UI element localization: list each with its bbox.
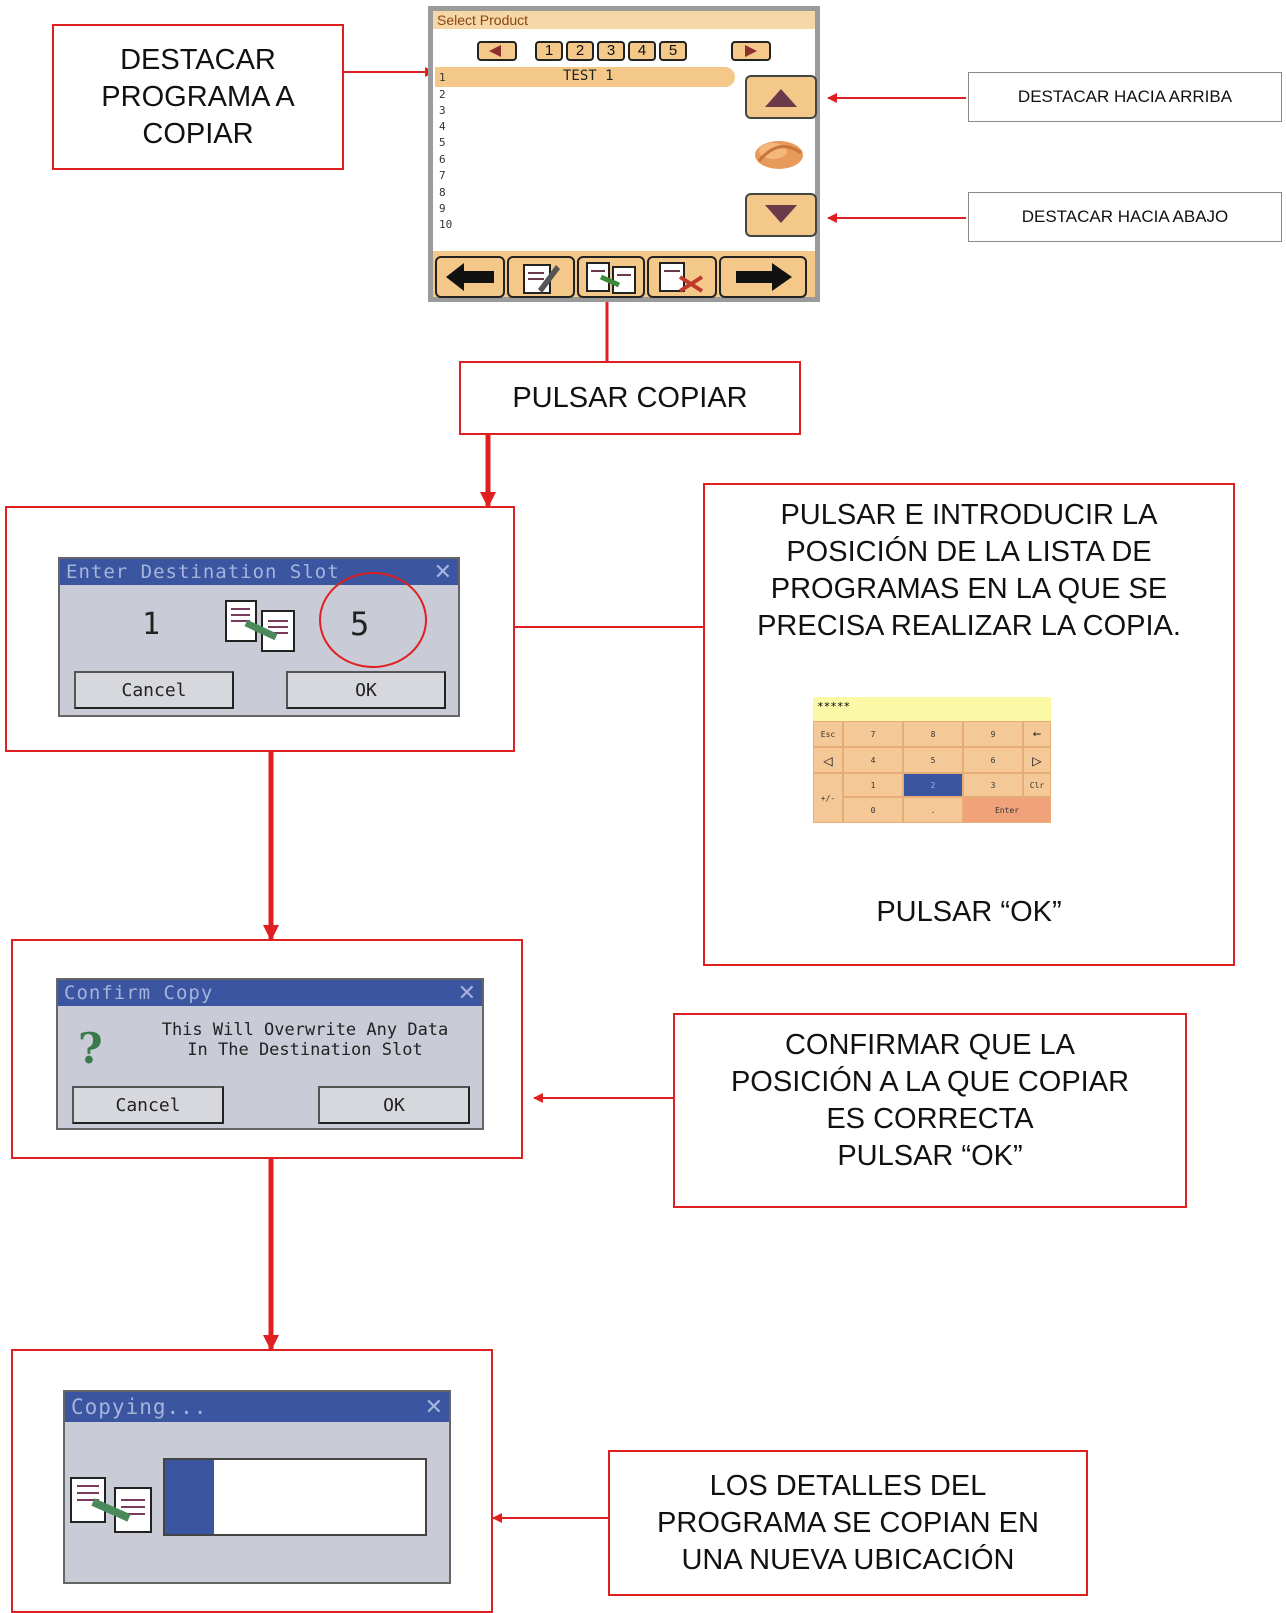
keypad-key-0[interactable]: 0 [843, 797, 903, 823]
row-number[interactable]: 8 [439, 186, 446, 199]
row-number[interactable]: 9 [439, 202, 446, 215]
scroll-down-button[interactable] [745, 193, 817, 237]
triangle-up-icon [765, 89, 797, 107]
confirm-dialog: Confirm Copy ✕ ? This Will Overwrite Any… [56, 978, 484, 1130]
source-slot-value: 1 [142, 607, 161, 642]
keypad-key-1[interactable]: 1 [843, 773, 903, 797]
keypad-key-right[interactable]: ▷ [1023, 747, 1051, 773]
close-icon[interactable]: ✕ [424, 1394, 443, 1419]
destination-dialog: Enter Destination Slot ✕ 1 5 Cancel OK [58, 557, 460, 717]
delete-button[interactable] [647, 256, 717, 298]
keypad-key-enter[interactable]: Enter [963, 797, 1051, 823]
product-select-screen: Select Product 1 2 3 4 5 TEST 1 1 2 3 4 … [428, 6, 820, 302]
destination-dialog-title: Enter Destination Slot [60, 559, 458, 585]
close-icon[interactable]: ✕ [433, 559, 452, 584]
row-number[interactable]: 7 [439, 169, 446, 182]
progress-bar-fill [165, 1460, 215, 1534]
screen-title: Select Product [433, 11, 815, 29]
keypad-key-esc[interactable]: Esc [813, 721, 843, 747]
keypad-key-left[interactable]: ◁ [813, 747, 843, 773]
keypad-key-backspace[interactable]: ← [1023, 721, 1051, 747]
row-number[interactable]: 5 [439, 136, 446, 149]
cancel-button[interactable]: Cancel [74, 671, 234, 709]
callout-copy-details: LOS DETALLES DEL PROGRAMA SE COPIAN EN U… [608, 1450, 1088, 1596]
row-number[interactable]: 10 [439, 218, 453, 231]
edit-button[interactable] [507, 256, 575, 298]
callout-highlight-program: DESTACAR PROGRAMA A COPIAR [52, 24, 344, 170]
cancel-button[interactable]: Cancel [72, 1086, 224, 1124]
confirm-message-line1: This Will Overwrite Any Data [161, 1020, 449, 1040]
edit-document-icon [523, 264, 560, 294]
ok-button[interactable]: OK [318, 1086, 470, 1124]
keypad-display: ***** [813, 697, 1051, 721]
row-number[interactable]: 4 [439, 120, 446, 133]
copy-button[interactable] [577, 256, 645, 298]
keypad-key-5[interactable]: 5 [903, 747, 963, 773]
press-ok-label: PULSAR “OK” [876, 896, 1062, 928]
triangle-left-icon [489, 45, 501, 57]
confirm-message-line2: In The Destination Slot [187, 1040, 423, 1060]
copy-icon [222, 597, 302, 660]
copy-icon [69, 1476, 161, 1541]
keypad-key-2[interactable]: 2 [903, 773, 963, 797]
delete-document-icon [659, 262, 704, 293]
arrow-left-icon [446, 263, 494, 291]
keypad-key-6[interactable]: 6 [963, 747, 1023, 773]
keypad-key-7[interactable]: 7 [843, 721, 903, 747]
callout-enter-position: PULSAR E INTRODUCIR LA POSICIÓN DE LA LI… [703, 483, 1235, 966]
page-prev-button[interactable] [477, 41, 517, 61]
row-number[interactable]: 6 [439, 153, 446, 166]
keypad-key-clear[interactable]: Clr [1023, 773, 1051, 797]
triangle-right-icon [745, 45, 757, 57]
selected-row-text: TEST 1 [563, 68, 614, 84]
ok-button[interactable]: OK [286, 671, 446, 709]
page-next-button[interactable] [731, 41, 771, 61]
page-button-1[interactable]: 1 [535, 41, 563, 61]
destination-highlight-circle [319, 572, 427, 668]
page-button-5[interactable]: 5 [659, 41, 687, 61]
product-icon [745, 131, 813, 179]
copying-dialog-title: Copying... [65, 1392, 449, 1422]
triangle-down-icon [765, 205, 797, 223]
close-icon[interactable]: ✕ [457, 980, 476, 1005]
keypad-key-dot[interactable]: . [903, 797, 963, 823]
arrow-right-icon [736, 263, 792, 291]
row-number[interactable]: 2 [439, 88, 446, 101]
scroll-up-button[interactable] [745, 75, 817, 119]
keypad-key-plusminus[interactable]: +/- [813, 773, 843, 823]
confirm-dialog-title: Confirm Copy [58, 980, 482, 1006]
numeric-keypad: ***** Esc 7 8 9 ← ◁ 4 5 6 ▷ +/- 1 2 3 Cl… [813, 697, 1051, 823]
copying-dialog: Copying... ✕ [63, 1390, 451, 1584]
callout-press-copy: PULSAR COPIAR [459, 361, 801, 435]
keypad-key-3[interactable]: 3 [963, 773, 1023, 797]
selected-row-highlight[interactable] [435, 67, 735, 87]
keypad-key-8[interactable]: 8 [903, 721, 963, 747]
copy-document-icon [586, 262, 636, 294]
keypad-key-4[interactable]: 4 [843, 747, 903, 773]
page-button-3[interactable]: 3 [597, 41, 625, 61]
row-number[interactable]: 3 [439, 104, 446, 117]
callout-scroll-down: DESTACAR HACIA ABAJO [968, 192, 1282, 242]
question-icon: ? [78, 1024, 103, 1073]
row-number[interactable]: 1 [439, 71, 446, 84]
page-button-4[interactable]: 4 [628, 41, 656, 61]
destination-slot-value[interactable]: 5 [350, 605, 370, 643]
page-button-2[interactable]: 2 [566, 41, 594, 61]
callout-confirm: CONFIRMAR QUE LA POSICIÓN A LA QUE COPIA… [673, 1013, 1187, 1208]
callout-scroll-up: DESTACAR HACIA ARRIBA [968, 72, 1282, 122]
keypad-key-9[interactable]: 9 [963, 721, 1023, 747]
forward-button[interactable] [719, 256, 807, 298]
progress-bar [163, 1458, 427, 1536]
enter-position-text: PULSAR E INTRODUCIR LA POSICIÓN DE LA LI… [757, 499, 1181, 642]
back-button[interactable] [435, 256, 505, 298]
